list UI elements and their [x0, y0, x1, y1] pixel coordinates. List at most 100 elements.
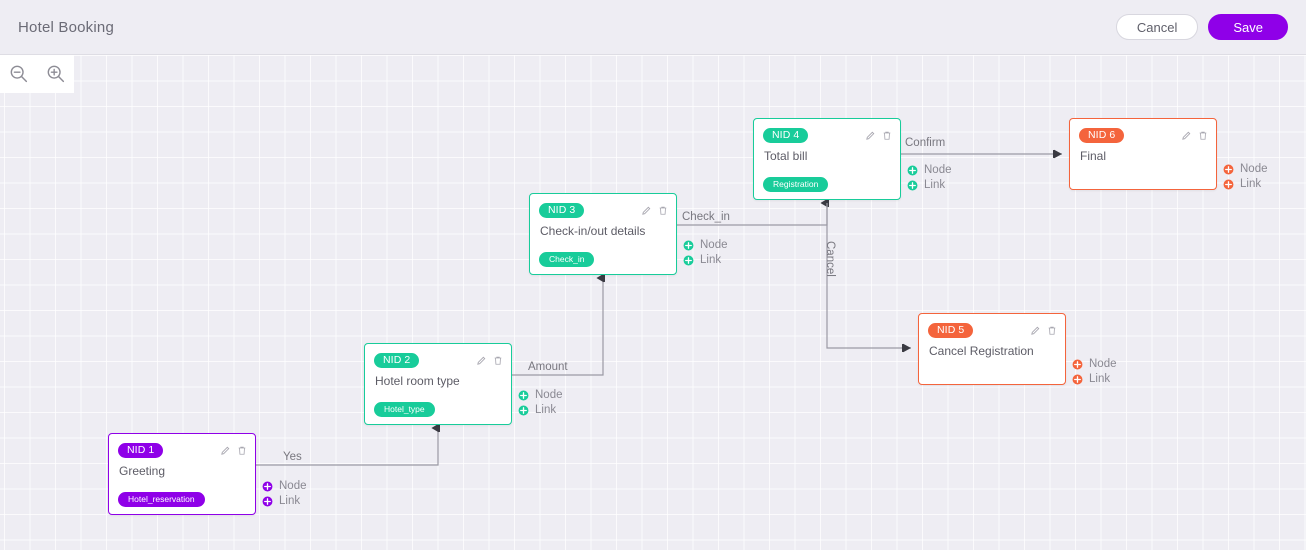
- add-node-button[interactable]: Node: [262, 479, 307, 493]
- delete-icon[interactable]: [237, 445, 247, 456]
- node-actions-nid-3: Node Link: [683, 238, 728, 268]
- delete-icon[interactable]: [1047, 325, 1057, 336]
- node-title: Cancel Registration: [929, 344, 1034, 358]
- link-label-checkin: Check_in: [682, 211, 730, 223]
- add-node-label: Node: [535, 389, 563, 401]
- link-label-confirm: Confirm: [905, 137, 946, 149]
- edit-icon[interactable]: [1181, 130, 1192, 141]
- node-header: NID 4: [754, 119, 900, 145]
- add-node-label: Node: [279, 480, 307, 492]
- node-id-badge: NID 5: [928, 322, 974, 339]
- delete-icon[interactable]: [658, 205, 668, 216]
- node-nid-6[interactable]: NID 6 Final: [1069, 118, 1217, 190]
- node-header: NID 1: [109, 434, 255, 460]
- node-actions-nid-2: Node Link: [518, 388, 563, 418]
- add-link-button[interactable]: Link: [683, 253, 728, 267]
- add-node-button[interactable]: Node: [907, 163, 952, 177]
- add-node-label: Node: [700, 239, 728, 251]
- node-header: NID 3: [530, 194, 676, 220]
- plus-icon: [518, 390, 529, 401]
- plus-icon: [1072, 359, 1083, 370]
- page-title: Hotel Booking: [18, 18, 114, 36]
- add-link-label: Link: [1240, 178, 1262, 190]
- plus-icon: [262, 481, 273, 492]
- plus-icon: [1072, 374, 1083, 385]
- plus-icon: [262, 496, 273, 507]
- add-link-button[interactable]: Link: [262, 494, 307, 508]
- node-title: Final: [1080, 149, 1107, 163]
- add-link-label: Link: [279, 495, 301, 507]
- edit-icon[interactable]: [641, 205, 652, 216]
- plus-icon: [518, 405, 529, 416]
- node-header: NID 6: [1070, 119, 1216, 145]
- node-footer: Hotel_reservation: [118, 489, 205, 507]
- add-node-label: Node: [924, 164, 952, 176]
- delete-icon[interactable]: [882, 130, 892, 141]
- add-link-label: Link: [535, 404, 557, 416]
- node-footer: Registration: [763, 174, 829, 192]
- node-title: Total bill: [764, 149, 808, 163]
- add-link-label: Link: [924, 179, 946, 191]
- edit-icon[interactable]: [1030, 325, 1041, 336]
- plus-icon: [1223, 164, 1234, 175]
- node-title: Check-in/out details: [540, 224, 646, 238]
- delete-icon[interactable]: [493, 355, 503, 366]
- plus-icon: [1223, 179, 1234, 190]
- edit-icon[interactable]: [865, 130, 876, 141]
- add-link-button[interactable]: Link: [518, 403, 563, 417]
- node-actions-nid-6: Node Link: [1223, 162, 1268, 192]
- add-link-label: Link: [1089, 373, 1111, 385]
- plus-icon: [907, 165, 918, 176]
- node-nid-5[interactable]: NID 5 Cancel Registration: [918, 313, 1066, 385]
- add-link-button[interactable]: Link: [1072, 372, 1117, 386]
- node-title: Greeting: [119, 464, 166, 478]
- node-id-badge: NID 2: [374, 352, 420, 369]
- add-node-label: Node: [1089, 358, 1117, 370]
- cancel-button[interactable]: Cancel: [1115, 14, 1199, 40]
- node-nid-4[interactable]: NID 4 Total bill Registration: [753, 118, 901, 200]
- node-id-badge: NID 3: [539, 202, 585, 219]
- add-link-button[interactable]: Link: [1223, 177, 1268, 191]
- node-title: Hotel room type: [375, 374, 460, 388]
- add-link-button[interactable]: Link: [907, 178, 952, 192]
- node-footer: Check_in: [539, 249, 595, 267]
- edit-icon[interactable]: [220, 445, 231, 456]
- link-label-cancel: Cancel: [824, 241, 836, 277]
- add-node-button[interactable]: Node: [1072, 357, 1117, 371]
- node-actions-nid-5: Node Link: [1072, 357, 1117, 387]
- zoom-controls: [0, 55, 74, 93]
- node-tag: Registration: [763, 176, 829, 192]
- plus-icon: [683, 240, 694, 251]
- link-cancel: [826, 203, 911, 353]
- node-nid-3[interactable]: NID 3 Check-in/out details Check_in: [529, 193, 677, 275]
- add-node-button[interactable]: Node: [518, 388, 563, 402]
- node-nid-2[interactable]: NID 2 Hotel room type Hotel_type: [364, 343, 512, 425]
- edit-icon[interactable]: [476, 355, 487, 366]
- plus-icon: [907, 180, 918, 191]
- save-button[interactable]: Save: [1208, 14, 1288, 40]
- add-node-button[interactable]: Node: [683, 238, 728, 252]
- node-actions-nid-4: Node Link: [907, 163, 952, 193]
- flow-canvas[interactable]: Yes Amount Check_in Confirm Cancel NID 1…: [0, 55, 1306, 550]
- node-id-badge: NID 1: [118, 442, 164, 459]
- node-header: NID 5: [919, 314, 1065, 340]
- node-tag: Hotel_type: [374, 401, 435, 417]
- app-header: Hotel Booking Cancel Save: [0, 0, 1306, 55]
- node-footer: Hotel_type: [374, 399, 435, 417]
- delete-icon[interactable]: [1198, 130, 1208, 141]
- node-actions-nid-1: Node Link: [262, 479, 307, 509]
- add-link-label: Link: [700, 254, 722, 266]
- link-label-amount: Amount: [528, 361, 568, 373]
- node-id-badge: NID 6: [1079, 127, 1125, 144]
- zoom-out-icon[interactable]: [8, 63, 30, 85]
- link-label-yes: Yes: [283, 451, 302, 463]
- add-node-label: Node: [1240, 163, 1268, 175]
- node-nid-1[interactable]: NID 1 Greeting Hotel_reservation: [108, 433, 256, 515]
- node-header: NID 2: [365, 344, 511, 370]
- node-id-badge: NID 4: [763, 127, 809, 144]
- plus-icon: [683, 255, 694, 266]
- add-node-button[interactable]: Node: [1223, 162, 1268, 176]
- node-tag: Hotel_reservation: [118, 491, 205, 507]
- zoom-in-icon[interactable]: [45, 63, 67, 85]
